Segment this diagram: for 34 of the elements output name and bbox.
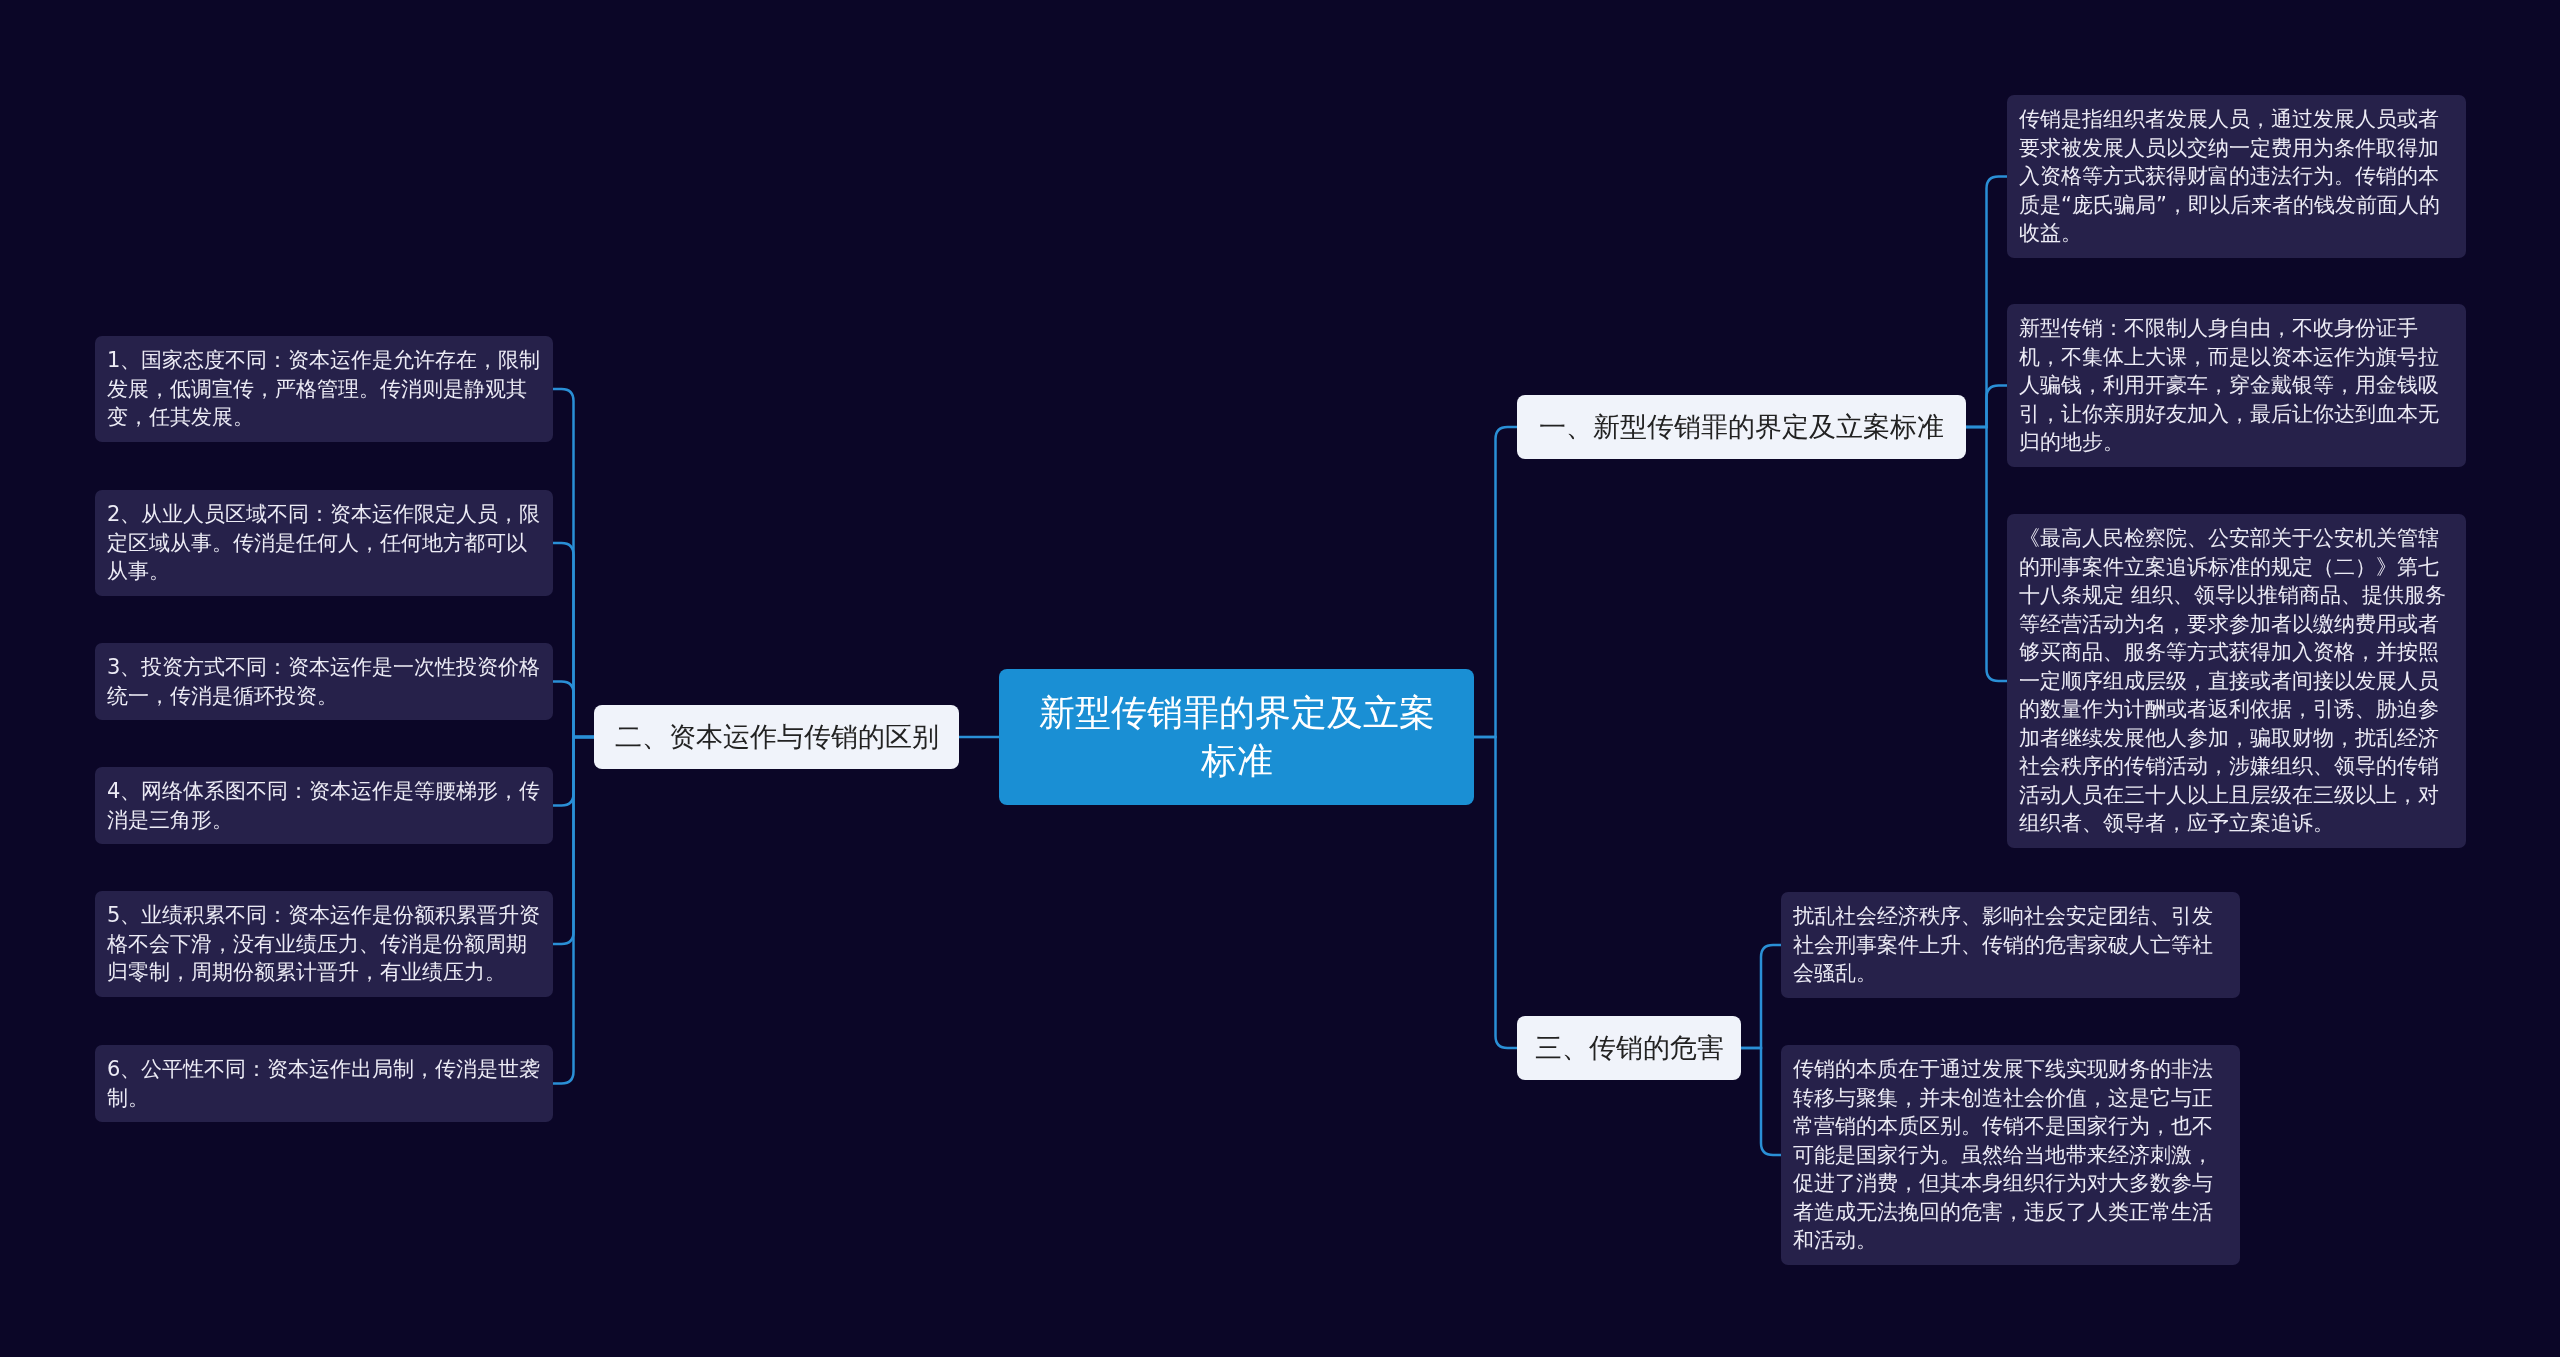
topic-text: 一、新型传销罪的界定及立案标准 (1539, 410, 1944, 444)
topic-text: 3、投资方式不同：资本运作是一次性投资价格统一，传消是循环投资。 (107, 654, 541, 710)
branch-topic-box (1517, 1016, 1741, 1080)
topic-text: 二、资本运作与传销的区别 (614, 720, 939, 754)
note-card (95, 336, 553, 442)
branch-topic-box (1517, 395, 1966, 459)
branch-topic-box (594, 705, 959, 769)
topic-text: 2、从业人员区域不同：资本运作限定人员，限定区域从事。传消是任何人，任何地方都可以从事。 (107, 501, 541, 585)
topic-text: 《最高人民检察院、公安部关于公安机关管辖的刑事案件立案追诉标准的规定（二）》第七十八条规定 组织、领导以推销商品、提供服务等经营活动为名，要求参加者以缴纳费用或者够买商品、服务等方式获得加入资格，并按照一定顺序组成层级，直接或者间接以发展人员的数量作为计酬或者返利依据，引诱、胁迫参加者继续发展他人参加，骗取财物，扰乱经济社会秩序的传销活动，涉嫌组织、领导的传销活动人员在三十人以上且层级在三级以上，对组织者、领导者，应予立案追诉。 (2019, 525, 2447, 837)
topic-text: 1、国家态度不同：资本运作是允许存在，限制发展，低调宣传，严格管理。传消则是静观其变，任其发展。 (107, 347, 541, 431)
note-card (95, 643, 553, 720)
connector-line (1741, 1046, 1781, 1157)
topic-text: 4、网络体系图不同：资本运作是等腰梯形，传消是三角形。 (107, 778, 541, 834)
topic-text: 传销的本质在于通过发展下线实现财务的非法转移与聚集，并未创造社会价值，这是它与正常营销的本质区别。传销不是国家行为，也不可能是国家行为。虽然给当地带来经济刺激，促进了消费，但其本身组织行为对大多数参与者造成无法挽回的危害，违反了人类正常生活和活动。 (1793, 1056, 2214, 1254)
note-card (95, 767, 553, 844)
central-topic-box (999, 669, 1474, 805)
note-card (2007, 95, 2466, 258)
connector-line (553, 735, 594, 1085)
topic-text: 新型传销罪的界定及立案标准 (1037, 691, 1436, 783)
note-card (95, 490, 553, 596)
note-card (1781, 1045, 2240, 1265)
topic-text: 三、传销的危害 (1534, 1031, 1724, 1065)
note-card (95, 891, 553, 997)
note-card (1781, 892, 2240, 998)
connector-line (1474, 735, 1517, 1050)
topic-text: 传销是指组织者发展人员，通过发展人员或者要求被发展人员以交纳一定费用为条件取得加入资格等方式获得财富的违法行为。传销的本质是“庞氏骗局”，即以后来者的钱发前面人的收益。 (2019, 106, 2441, 247)
topic-text: 6、公平性不同：资本运作出局制，传消是世袭制。 (107, 1056, 541, 1112)
topic-text: 新型传销：不限制人身自由，不收身份证手机，不集体上大课，而是以资本运作为旗号拉人骗钱，利用开豪车，穿金戴银等，用金钱吸引，让你亲朋好友加入，最后让你达到血本无归的地步。 (2019, 315, 2440, 456)
topic-text: 扰乱社会经济秩序、影响社会安定团结、引发社会刑事案件上升、传销的危害家破人亡等社会骚乱。 (1793, 903, 2214, 987)
connector-line (959, 735, 999, 739)
connector-line (1966, 425, 2007, 683)
topic-text: 5、业绩积累不同：资本运作是份额积累晋升资格不会下滑，没有业绩压力、传消是份额周期归零制，周期份额累计晋升，有业绩压力。 (107, 902, 541, 986)
note-card (95, 1045, 553, 1122)
note-card (2007, 304, 2466, 467)
